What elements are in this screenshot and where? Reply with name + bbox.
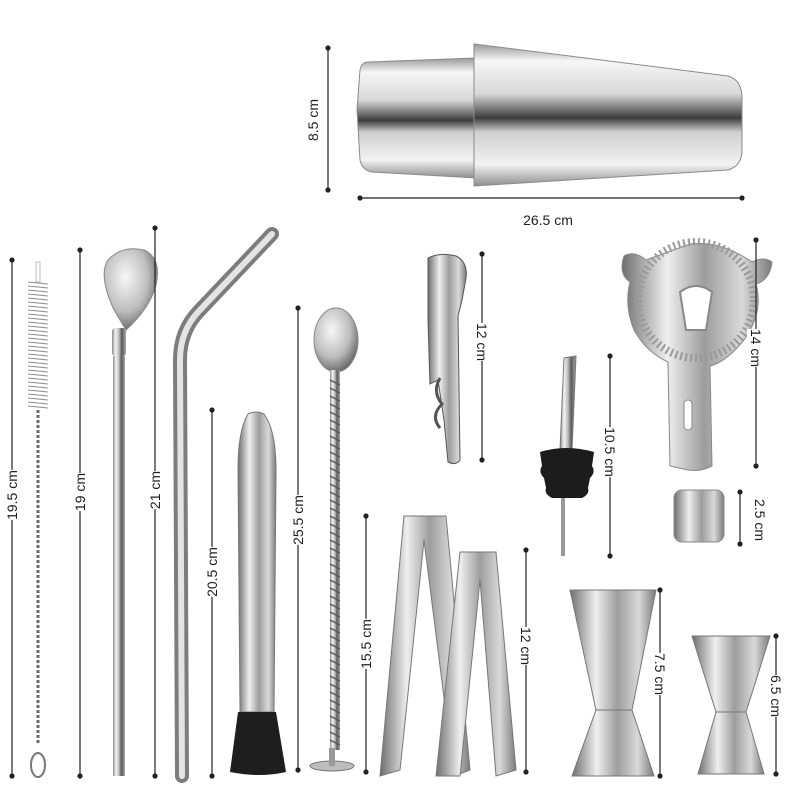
small-jigger-height-label: 6.5 cm <box>767 674 785 718</box>
bar-spoon <box>309 307 359 772</box>
wine-key <box>427 253 467 465</box>
shaker-large-tin <box>473 43 743 187</box>
small-jigger <box>691 635 771 775</box>
spoon-straw-length-label: 19 cm <box>71 472 89 512</box>
spoon-straw <box>103 248 158 776</box>
large-jigger-height-label: 7.5 cm <box>651 652 669 696</box>
shaker-length-label: 26.5 cm <box>523 212 573 228</box>
small-tongs-length-label: 15.5 cm <box>357 619 375 669</box>
pour-spout-length-label: 10.5 cm <box>601 427 619 477</box>
straw-cleaning-brush <box>27 261 49 778</box>
brush-length-label: 19.5 cm <box>3 470 21 520</box>
brush-loop <box>30 752 46 778</box>
muddler-length-label: 20.5 cm <box>203 547 221 597</box>
shaker-height-label: 8.5 cm <box>305 98 321 142</box>
hawthorne-strainer <box>621 238 773 471</box>
steel-ice-cube <box>673 489 725 543</box>
large-tongs-length-label: 12 cm <box>517 626 535 666</box>
muddler-rubber-base <box>230 712 286 775</box>
cocktail-shaker <box>356 43 743 187</box>
strainer-length-label: 14 cm <box>747 328 765 368</box>
pour-spout-rubber <box>540 448 594 498</box>
muddler <box>230 411 286 775</box>
ice-cube-size-label: 2.5 cm <box>752 498 768 542</box>
bent-straw <box>172 227 279 783</box>
pour-spout <box>540 355 594 556</box>
large-tongs <box>435 551 517 777</box>
large-jigger <box>569 589 657 777</box>
shaker-small-tin <box>356 57 477 179</box>
bar-spoon-length-label: 25.5 cm <box>289 495 307 545</box>
wine-key-length-label: 12 cm <box>473 322 491 362</box>
bent-straw-length-label: 21 cm <box>146 470 164 510</box>
